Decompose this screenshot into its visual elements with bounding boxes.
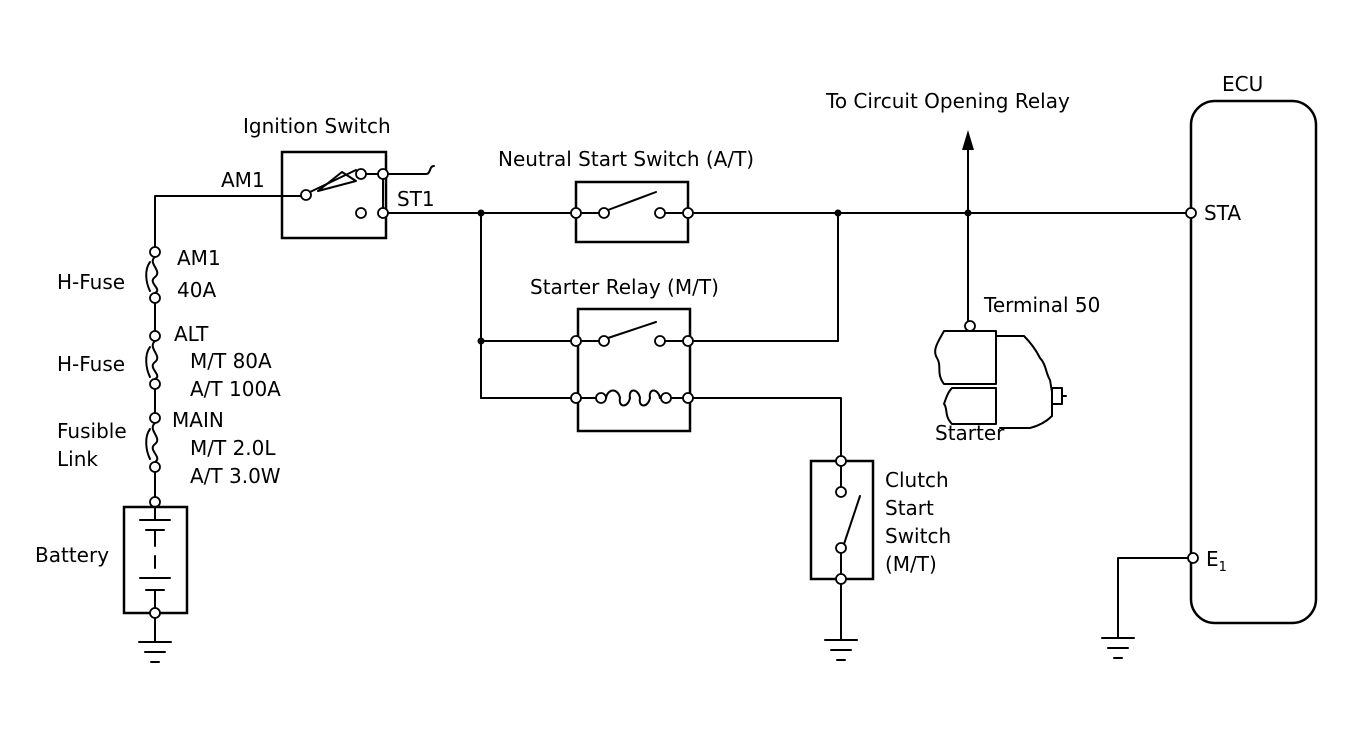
starter-motor-icon xyxy=(934,320,1067,429)
clutch-start-switch-label-3: Switch xyxy=(885,524,951,548)
neutral-start-switch xyxy=(570,180,694,244)
h-fuse-label-2: H-Fuse xyxy=(57,352,125,376)
starter-label: Starter xyxy=(935,421,1005,445)
clutch-ground-symbol xyxy=(824,639,858,661)
fuse-am1-name: AM1 xyxy=(177,246,221,270)
h-fuse-alt xyxy=(145,330,161,390)
h-fuse-label-1: H-Fuse xyxy=(57,270,125,294)
starter-relay xyxy=(570,307,694,433)
fuse-main-name: MAIN xyxy=(172,408,224,432)
starter-relay-label: Starter Relay (M/T) xyxy=(530,275,719,299)
main-bus-wiring xyxy=(387,149,1187,457)
fuse-alt-name: ALT xyxy=(174,322,209,346)
e1-terminal-label: E1 xyxy=(1206,547,1227,575)
fuse-main-rating-mt: M/T 2.0L xyxy=(190,436,276,460)
clutch-start-switch-label-4: (M/T) xyxy=(885,552,937,576)
battery xyxy=(122,496,189,619)
am1-terminal-label: AM1 xyxy=(221,168,265,192)
fusible-link-label-1: Fusible xyxy=(57,419,127,443)
h-fuse-am1 xyxy=(145,246,161,304)
fuse-am1-rating: 40A xyxy=(177,278,216,302)
up-arrow-icon xyxy=(962,130,974,150)
neutral-start-switch-label: Neutral Start Switch (A/T) xyxy=(498,147,754,171)
ecu-ground-wiring xyxy=(1101,557,1189,659)
ecu xyxy=(1185,99,1318,625)
fusible-link-label-2: Link xyxy=(57,447,98,471)
sta-terminal-label: STA xyxy=(1204,201,1241,225)
battery-ground-symbol xyxy=(138,641,172,663)
circuit-opening-relay-label: To Circuit Opening Relay xyxy=(825,89,1070,113)
ecu-label: ECU xyxy=(1222,72,1263,96)
clutch-start-switch-label-1: Clutch xyxy=(885,468,949,492)
terminal-50-label: Terminal 50 xyxy=(983,293,1100,317)
fuse-alt-rating-mt: M/T 80A xyxy=(190,349,272,373)
battery-label: Battery xyxy=(35,543,109,567)
clutch-start-switch xyxy=(809,455,875,641)
clutch-start-switch-label-2: Start xyxy=(885,496,934,520)
ignition-switch-label: Ignition Switch xyxy=(243,114,391,138)
fusible-link-main xyxy=(145,412,161,473)
fuse-main-rating-at: A/T 3.0W xyxy=(190,464,281,488)
st1-terminal-label: ST1 xyxy=(397,187,435,211)
fuse-alt-rating-at: A/T 100A xyxy=(190,377,281,401)
